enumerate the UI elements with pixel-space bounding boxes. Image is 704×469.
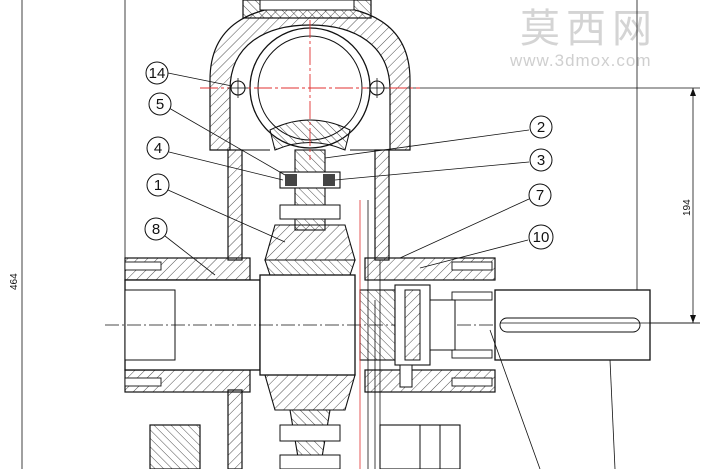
callout-8: 8 [152, 221, 160, 238]
callout-5: 5 [156, 96, 164, 113]
dimension-label-464: 464 [9, 273, 20, 290]
callout-1: 1 [154, 177, 162, 194]
callouts: 14 5 4 1 8 2 3 7 10 [144, 61, 554, 276]
callout-3: 3 [537, 152, 545, 169]
dimension-overall-height: 464 [9, 0, 126, 469]
callout-7: 7 [536, 187, 544, 204]
leader-lines-bottom [489, 329, 616, 469]
callout-14: 14 [149, 65, 166, 82]
main-shaft [105, 274, 500, 376]
lower-housing [124, 257, 496, 469]
dimension-label-194: 194 [682, 199, 693, 216]
bearing-assembly [359, 284, 461, 469]
callout-4: 4 [154, 140, 162, 157]
watermark: 莫西网 www.3dmox.com [509, 6, 658, 70]
vertical-shaft [279, 149, 341, 469]
watermark-url: www.3dmox.com [509, 51, 651, 70]
bolt-markers [228, 78, 387, 98]
output-shaft [494, 289, 700, 361]
center-lines [200, 20, 420, 469]
watermark-chinese: 莫西网 [520, 6, 658, 52]
callout-10: 10 [533, 229, 550, 246]
flange-bolts [124, 261, 493, 387]
housing-walls [227, 149, 390, 261]
callout-2: 2 [537, 119, 545, 136]
